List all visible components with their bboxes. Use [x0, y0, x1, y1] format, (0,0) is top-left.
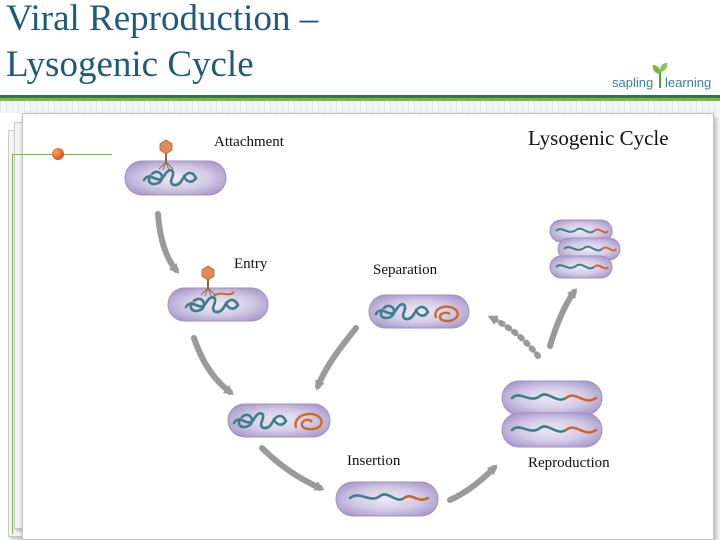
cell-separation	[368, 294, 470, 329]
arrow-reproduction-to-daughters	[547, 287, 577, 349]
orange-bullet-icon	[52, 148, 64, 160]
label-reproduction: Reproduction	[528, 455, 610, 471]
sprout-icon	[652, 63, 668, 88]
arrow-separation-to-middle	[315, 325, 359, 391]
cell-entry	[167, 265, 269, 322]
arrow-entry-to-middle	[191, 335, 234, 396]
label-insertion: Insertion	[347, 453, 401, 469]
slide-title-line2: Lysogenic Cycle	[6, 44, 254, 85]
slide-title: Viral Reproduction – Lysogenic Cycle	[6, 0, 318, 88]
diagram-title: Lysogenic Cycle	[528, 126, 669, 150]
arrow-middle-to-insertion	[259, 445, 325, 491]
arrow-insertion-to-reproduction	[447, 464, 498, 503]
cell-attachment	[124, 139, 227, 196]
cell-reproduction	[501, 380, 603, 448]
arrow-dotted-to-separation	[487, 315, 541, 359]
header-rule-light	[0, 98, 720, 101]
slide-title-line1: Viral Reproduction –	[6, 0, 319, 39]
cell-insertion	[335, 481, 439, 517]
sapling-learning-logo: sapling learning	[612, 62, 718, 92]
logo-word-learning: learning	[665, 75, 712, 90]
label-entry: Entry	[234, 256, 268, 272]
arrow-attachment-to-entry	[155, 211, 180, 274]
label-separation: Separation	[373, 262, 438, 278]
logo-word-sapling: sapling	[612, 75, 654, 90]
label-attachment: Attachment	[214, 134, 284, 150]
cell-viral-dna-free	[227, 403, 331, 438]
header-rule-dark	[0, 95, 720, 98]
header-ruled-band	[0, 101, 720, 113]
bullet-connector-vertical	[12, 154, 13, 534]
cell-stack-daughters	[549, 219, 621, 279]
